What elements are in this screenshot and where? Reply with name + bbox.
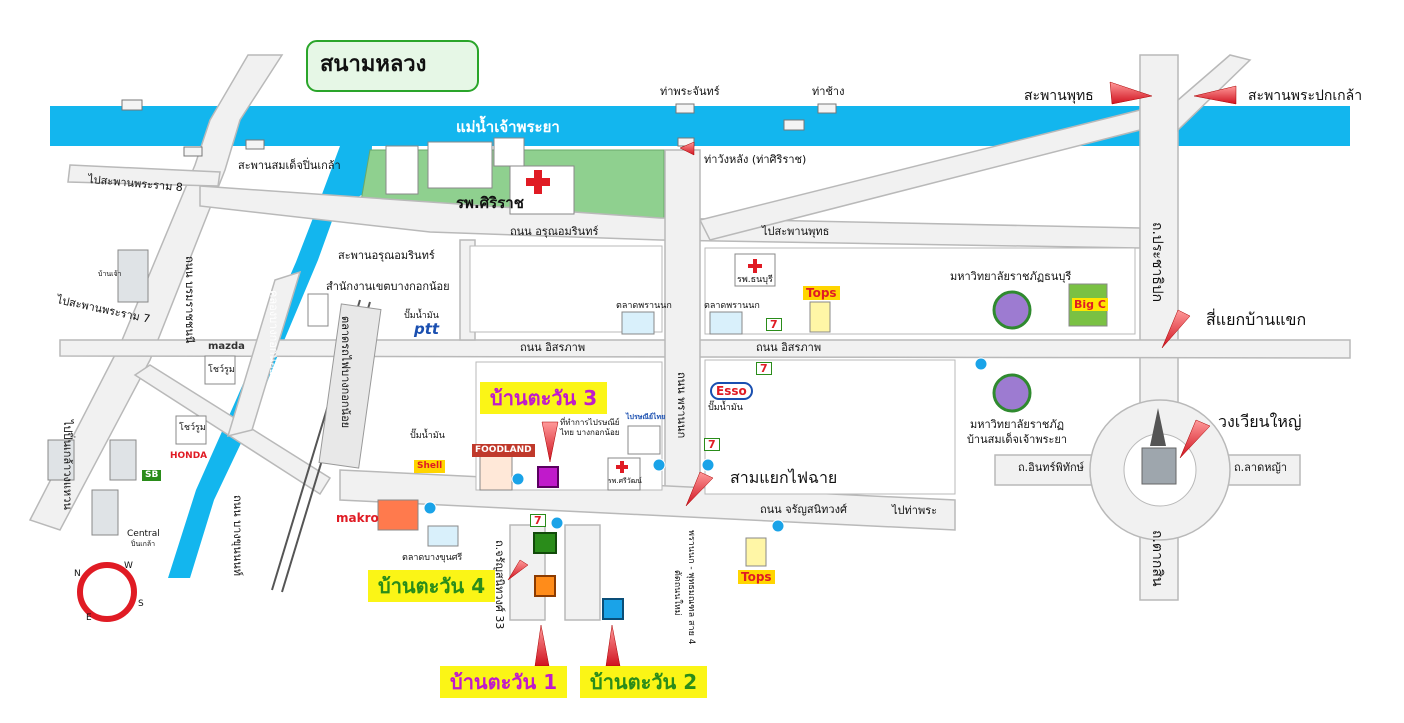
compass-n: N xyxy=(74,569,81,579)
bridge-arun-amarin: สะพานอรุณอมรินทร์ xyxy=(338,249,435,262)
road-to-tha-phra: ไปท่าพระ xyxy=(892,504,938,517)
brand-honda: HONDA xyxy=(170,451,208,461)
compass-ring xyxy=(77,562,137,622)
label-central: Central xyxy=(127,529,160,539)
home-marker-4[interactable] xyxy=(533,532,557,554)
brand-tops-1: Tops xyxy=(803,286,840,300)
label-gas-esso: ปั๊มน้ำมัน xyxy=(708,403,743,413)
road-prachathipok: ถ.ประชาธิปก xyxy=(1149,222,1165,303)
road-itsaraphap-1: ถนน อิสรภาพ xyxy=(520,341,586,354)
road-lat-ya: ถ.ลาดหญ้า xyxy=(1234,461,1288,474)
brand-shell: Shell xyxy=(414,460,446,473)
boats xyxy=(121,99,837,157)
bus-stop-icons xyxy=(423,357,988,533)
road-pin-klao-wongwaen: ไปปิ่นเกล้าวงแหวน xyxy=(61,420,74,510)
label-sirirat-small: รพ.ศรีวัฒน์ xyxy=(608,477,642,485)
home-label-3[interactable]: บ้านตะวัน 3 xyxy=(480,382,608,414)
rajabhat-somdet-seal xyxy=(992,373,1032,413)
label-showroom-2: โชว์รูม xyxy=(179,423,206,433)
road-network xyxy=(28,54,1351,621)
compass-e: E xyxy=(86,613,92,623)
home-marker-2[interactable] xyxy=(602,598,624,620)
home-marker-3[interactable] xyxy=(537,466,559,488)
brand-foodland: FOODLAND xyxy=(472,444,535,457)
rajabhat-thonburi-seal xyxy=(992,290,1032,330)
label-post-office: ที่ทำการไปรษณีย์ไทย บางกอกน้อย xyxy=(560,418,620,437)
home-label-2[interactable]: บ้านตะวัน 2 xyxy=(580,666,708,698)
label-showroom-1: โชว์รูม xyxy=(208,365,235,375)
river-label: แม่น้ำเจ้าพระยา xyxy=(456,118,560,136)
road-arun-amarin: ถนน อรุณอมรินทร์ xyxy=(510,225,599,238)
bridge-phra-phuttha: สะพานพุทธ xyxy=(1024,88,1094,104)
label-rajabhat-somdet: มหาวิทยาลัยราชภัฏ บ้านสมเด็จเจ้าพระยา xyxy=(966,418,1068,446)
road-borommaratchachonnani: ถนน บรมราชชนนี xyxy=(183,256,196,344)
brand-seven-3: 7 xyxy=(704,438,720,451)
compass-s: S xyxy=(138,599,144,609)
pier-tha-chang: ท่าช้าง xyxy=(812,85,845,98)
bridge-phra-pokklao: สะพานพระปกเกล้า xyxy=(1248,88,1363,104)
road-charansanitwong: ถนน จรัญสนิทวงศ์ xyxy=(760,503,847,516)
brand-mazda: mazda xyxy=(208,341,245,352)
road-new-cut: ตัดถนนใหม่ xyxy=(672,570,682,616)
brand-bigc: Big C xyxy=(1072,298,1108,311)
monument-statue-icon xyxy=(1150,408,1166,446)
road-charan-soi33: ถ.จรัญสนิทวงศ์ 33 xyxy=(493,540,506,630)
home-marker-1[interactable] xyxy=(534,575,556,597)
title-box xyxy=(306,40,479,92)
brand-tops-2: Tops xyxy=(738,570,775,584)
road-intharaphithak: ถ.อินทร์พิทักษ์ xyxy=(1018,461,1084,474)
brand-seven-2: 7 xyxy=(756,362,772,375)
brand-sb: SB xyxy=(142,470,162,481)
label-rajabhat-thonburi: มหาวิทยาลัยราชภัฏธนบุรี xyxy=(950,270,1072,283)
label-gas-ptt: ปั๊มน้ำมัน xyxy=(404,311,439,321)
label-market-phrannok-1: ตลาดพรานนก xyxy=(616,301,672,311)
road-phran-nok: ถนน พรานนก xyxy=(675,372,688,439)
brand-seven-4: 7 xyxy=(530,514,546,527)
label-sam-yaek-fai-chai: สามแยกไฟฉาย xyxy=(730,468,838,487)
road-taksin: ถ.ตากสิน xyxy=(1149,530,1165,587)
label-siriraj: รพ.ศิริราช xyxy=(456,194,524,212)
label-homepro: บ้านเจ้า xyxy=(98,270,122,278)
home-label-1[interactable]: บ้านตะวัน 1 xyxy=(440,666,568,698)
road-itsaraphap-2: ถนน อิสรภาพ xyxy=(756,341,822,354)
road-to-phuttha: ไปสะพานพุทธ xyxy=(762,225,830,238)
label-wongwian-yai: วงเวียนใหญ่ xyxy=(1218,412,1302,431)
pier-tha-phra-chan: ท่าพระจันทร์ xyxy=(660,85,720,98)
road-phran-nok-phutthamonthon: พรานนก - พุทธมณฑล สาย 4 xyxy=(686,530,696,645)
brand-makro: makro xyxy=(336,511,379,525)
pointers xyxy=(507,81,1237,667)
king-taksin-monument xyxy=(1141,447,1177,485)
road-bang-khun-non: ถนน บางขุนนนท์ xyxy=(231,495,244,577)
pier-tha-wang-lang: ท่าวังหลัง (ท่าศิริราช) xyxy=(704,153,807,166)
railway-station xyxy=(318,303,382,469)
label-district-office: สำนักงานเขตบางกอกน้อย xyxy=(326,280,450,293)
label-gas-shell: ปั๊มน้ำมัน xyxy=(410,431,445,441)
canal-label: คลองบางกอกน้อย xyxy=(267,290,280,376)
home-label-4[interactable]: บ้านตะวัน 4 xyxy=(368,570,496,602)
brand-ptt: ptt xyxy=(414,320,440,338)
siriraj-buildings xyxy=(385,137,575,215)
label-market-bang-khun-si: ตลาดบางขุนศรี xyxy=(402,553,463,563)
railway-label: ตลาดรถไฟบางกอกน้อย xyxy=(339,316,352,429)
brand-esso: Esso xyxy=(710,382,753,400)
siriraj-cross-v xyxy=(534,170,542,194)
brand-seven-1: 7 xyxy=(766,318,782,331)
page-title: สนามหลวง xyxy=(320,52,427,77)
brand-post: ไปรษณีย์ไทย xyxy=(626,413,666,421)
label-thonburi-hospital: รพ.ธนบุรี xyxy=(737,275,773,285)
label-market-phrannok-2: ตลาดพรานนก xyxy=(704,301,760,311)
bridge-somdet-pinklao: สะพานสมเด็จปิ่นเกล้า xyxy=(238,159,341,172)
label-central-sub: ปิ่นเกล้า xyxy=(131,540,156,548)
compass-w: W xyxy=(124,561,133,571)
label-si-yaek-ban-khaek: สี่แยกบ้านแขก xyxy=(1206,310,1307,329)
